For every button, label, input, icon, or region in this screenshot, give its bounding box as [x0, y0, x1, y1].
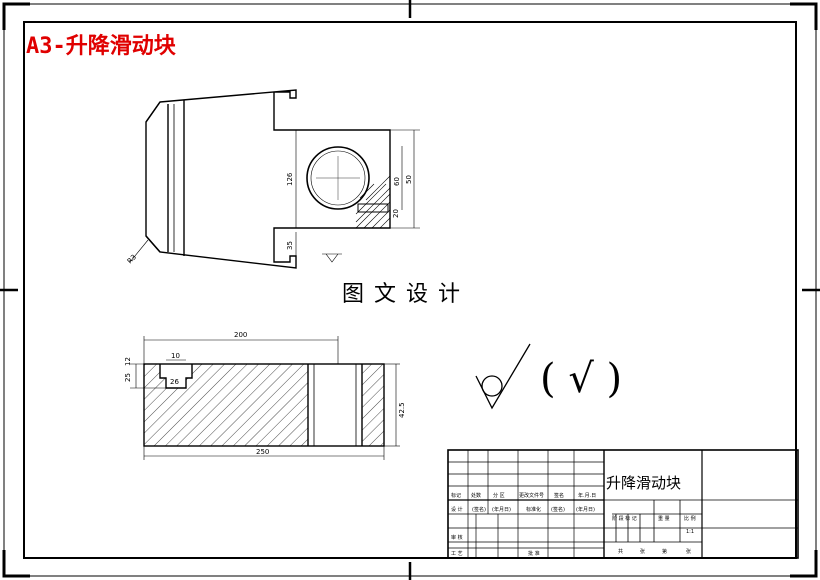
- tb-gengwen: 更改文件号: [519, 492, 544, 499]
- tb-jieduan: 阶 段 标 记: [612, 515, 637, 522]
- dim-60: 60: [393, 177, 401, 186]
- watermark-text: 图文设计: [342, 282, 471, 307]
- tb-biaoji: 标记: [451, 492, 461, 499]
- tb-biaozhun: 标准化: [526, 506, 541, 513]
- dim-200: 200: [234, 331, 247, 339]
- tb-qianming3: (签名): [551, 506, 565, 513]
- dim-12: 12: [124, 357, 132, 366]
- tb-date3: (年月日): [576, 506, 595, 513]
- tb-qianming2: (签名): [472, 506, 486, 513]
- top-view: [145, 89, 391, 269]
- sheet-title: A3-升降滑动块: [26, 34, 176, 59]
- dim-20: 20: [392, 209, 400, 218]
- tb-fenqu: 分 区: [493, 492, 505, 499]
- tb-gong: 共: [618, 548, 623, 555]
- tb-sheji: 设 计: [451, 506, 463, 513]
- sheet-border: [3, 3, 817, 577]
- tb-date: 年.月.日: [578, 492, 596, 499]
- dim-r3: R3: [126, 253, 138, 265]
- tb-zhang2: 张: [686, 548, 691, 555]
- tb-zhongliang: 重 量: [658, 515, 670, 522]
- dim-42-5: 42.5: [398, 402, 406, 418]
- tb-scale: 1:1: [686, 529, 694, 535]
- drawing-frame: [23, 21, 797, 559]
- roughness-symbol: [475, 343, 531, 410]
- tb-pizhun: 批 准: [528, 550, 540, 557]
- top-view-dims: [129, 129, 420, 263]
- dim-10: 10: [171, 352, 180, 360]
- dim-35: 35: [286, 241, 294, 250]
- dim-50: 50: [405, 175, 413, 184]
- front-view-hatch-left: [144, 364, 308, 446]
- top-view-hatch: [355, 175, 391, 229]
- tb-gongyi: 工 艺: [451, 551, 463, 557]
- front-view-hatch-right: [362, 364, 384, 446]
- tb-shenhe: 审 核: [451, 534, 463, 541]
- dim-126: 126: [286, 172, 294, 186]
- tb-bili: 比 例: [684, 515, 696, 522]
- tb-zhang: 张: [640, 548, 645, 555]
- tb-chushu: 处数: [471, 492, 481, 499]
- front-view-dims: [130, 336, 400, 460]
- title-block: [447, 449, 799, 559]
- dim-26: 26: [170, 378, 179, 386]
- dim-250: 250: [256, 448, 269, 456]
- dim-25: 25: [124, 373, 132, 382]
- tb-date2: (年月日): [492, 506, 511, 513]
- roughness-note: ( √ ): [540, 356, 623, 402]
- tb-qianming: 签名: [554, 492, 564, 499]
- part-name: 升降滑动块: [606, 474, 682, 492]
- tb-di: 第: [662, 548, 667, 555]
